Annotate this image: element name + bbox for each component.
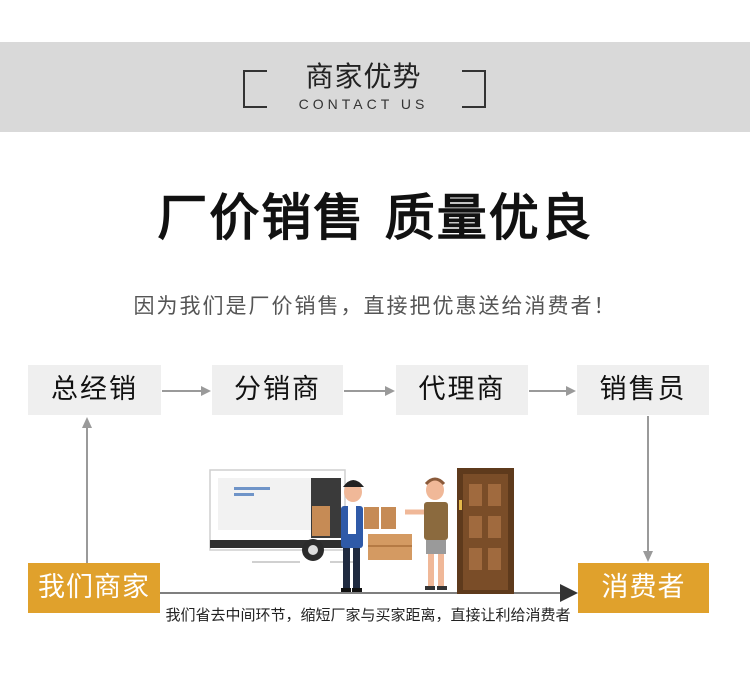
door-icon — [457, 468, 514, 594]
section-title: 商家优势 — [305, 60, 422, 93]
box-agent: 代理商 — [396, 365, 528, 415]
direct-caption: 我们省去中间环节，缩短厂家与买家距离，直接让利给消费者 — [160, 604, 576, 626]
customer-icon — [405, 477, 448, 590]
subline: 因为我们是厂价销售，直接把优惠送给消费者！ — [133, 294, 617, 318]
arrow-head-direct — [560, 584, 578, 602]
box-sub-distributor: 分销商 — [212, 365, 343, 415]
box-salesperson: 销售员 — [577, 365, 709, 415]
section-subtitle: CONTACT US — [298, 96, 429, 112]
truck-icon — [209, 469, 356, 563]
header-frame-left — [243, 70, 267, 108]
box-consumer: 消费者 — [578, 563, 709, 613]
box-merchant: 我们商家 — [28, 563, 160, 613]
courier-icon — [341, 480, 364, 592]
header-frame-right — [462, 70, 486, 108]
headline: 厂价销售 质量优良 — [157, 189, 593, 247]
package-icon — [364, 507, 412, 560]
box-general-distributor: 总经销 — [28, 365, 161, 415]
header-band — [0, 42, 750, 132]
